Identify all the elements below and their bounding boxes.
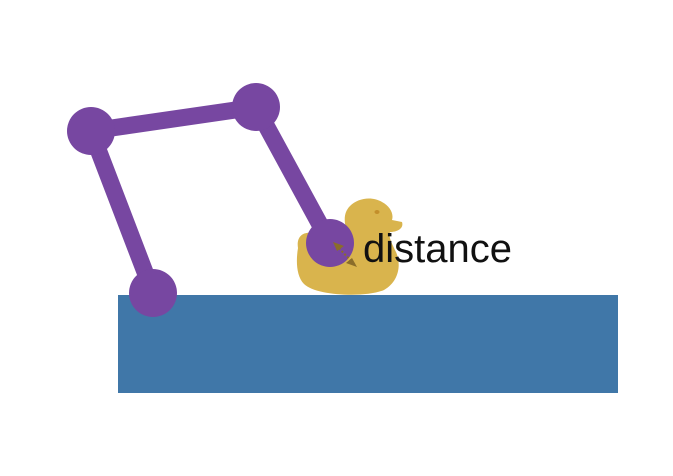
arm-end-effector bbox=[306, 219, 354, 267]
arm-joint-shoulder bbox=[67, 107, 115, 155]
arm-link-upper bbox=[82, 98, 265, 140]
arm-joint-base bbox=[129, 269, 177, 317]
arrow-icon bbox=[333, 242, 357, 267]
arm-link-base bbox=[82, 122, 162, 302]
arm-link-fore bbox=[247, 98, 339, 252]
table-surface bbox=[118, 295, 618, 393]
distance-label: distance bbox=[363, 227, 512, 271]
robot-arm bbox=[67, 83, 354, 317]
arm-joint-elbow bbox=[232, 83, 280, 131]
